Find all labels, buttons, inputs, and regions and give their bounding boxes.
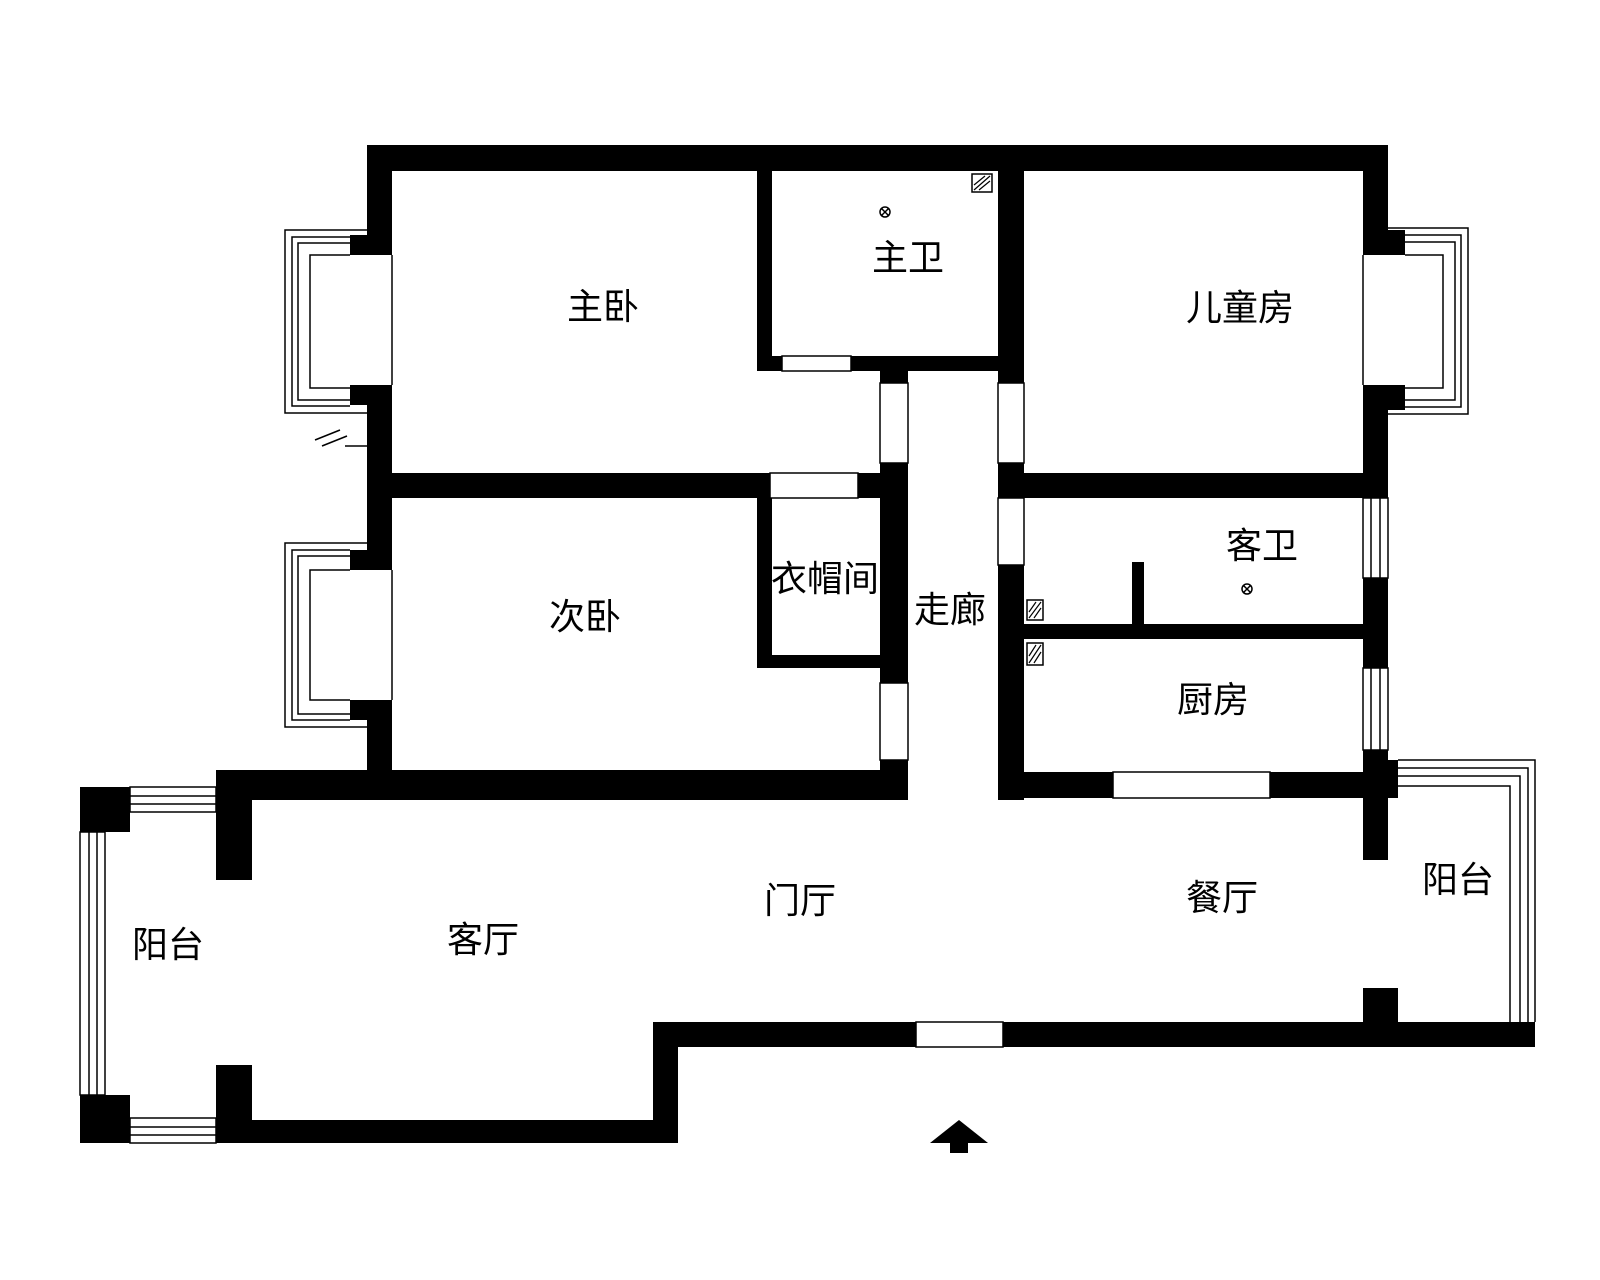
room-labels: 主卧 主卫 儿童房 次卧 衣帽间 走廊 客卫 厨房 客厅 门厅 餐厅 阳台 阳台 [132, 238, 1494, 966]
entrance-arrow-icon [930, 1120, 988, 1153]
flue-icon [1026, 642, 1044, 666]
room-label-foyer: 门厅 [764, 881, 836, 922]
room-label-master-bath: 主卫 [872, 238, 944, 279]
windows [79, 227, 1536, 1144]
room-label-corridor: 走廊 [914, 590, 986, 631]
room-label-second-bedroom: 次卧 [549, 597, 621, 638]
room-label-kids-room: 儿童房 [1186, 288, 1294, 329]
floor-drain-icon [1241, 583, 1253, 595]
room-label-dining-room: 餐厅 [1186, 878, 1258, 919]
flue-icon [971, 173, 993, 193]
room-label-balcony-left: 阳台 [132, 925, 204, 966]
room-label-master-bedroom: 主卧 [567, 287, 639, 328]
room-label-guest-bath: 客卫 [1226, 526, 1298, 567]
room-label-living-room: 客厅 [447, 920, 519, 961]
flue-icon [1026, 599, 1044, 621]
walls [80, 145, 1535, 1143]
floor-drain-icon [879, 206, 891, 218]
room-label-kitchen: 厨房 [1177, 680, 1249, 721]
room-label-cloakroom: 衣帽间 [771, 559, 879, 600]
room-label-balcony-right: 阳台 [1422, 860, 1494, 901]
